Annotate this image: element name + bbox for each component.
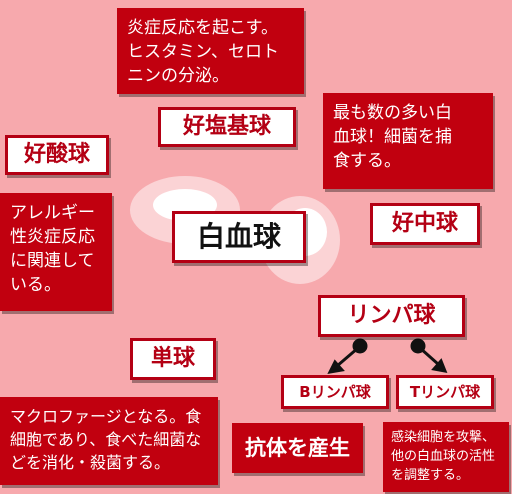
monocyte-label: 単球 [130,338,216,380]
eosinophil-desc-line-4: いる。 [10,275,61,295]
t-cell-label: Tリンパ球 [396,375,494,409]
eosinophil-desc-line-2: 性炎症反応 [10,227,95,247]
monocyte-desc-line-1: マクロファージとなる。食 [10,407,202,426]
eosinophil-label: 好酸球 [5,135,109,175]
eosinophil-desc-line-1: アレルギー [10,203,95,223]
basophil-desc-line-1: 炎症反応を起こす。 [127,18,278,38]
basophil-label: 好塩基球 [158,107,296,147]
neutrophil-desc-line-1: 最も数の多い白 [333,103,452,123]
monocyte-description: マクロファージとなる。食 細胞であり、食べた細菌な どを消化・殺菌する。 [0,397,218,485]
basophil-desc-line-2: ヒスタミン、セロト [127,42,279,62]
b-cell-description: 抗体を産生 [232,423,363,473]
lymphocyte-label: リンパ球 [318,295,465,337]
lymphocyte-arrows [327,338,448,374]
basophil-desc-line-3: ニンの分泌。 [127,66,229,86]
center-label: 白血球 [172,211,306,263]
b-cell-label: Bリンパ球 [281,375,389,409]
neutrophil-description: 最も数の多い白 血球！細菌を捕 食する。 [323,93,493,189]
t-cell-desc-line-3: を調整する。 [391,468,470,483]
t-cell-desc-line-2: 他の白血球の活性 [391,449,496,464]
arrowhead-b-cell [327,359,345,374]
arrow-to-t-cell [419,346,439,366]
neutrophil-label: 好中球 [370,203,480,245]
monocyte-desc-line-3: どを消化・殺菌する。 [10,453,171,472]
monocyte-desc-line-2: 細胞であり、食べた細菌な [10,430,202,449]
basophil-description: 炎症反応を起こす。 ヒスタミン、セロト ニンの分泌。 [117,8,304,94]
t-cell-description: 感染細胞を攻撃、 他の白血球の活性 を調整する。 [383,422,509,492]
neutrophil-desc-line-2: 血球！細菌を捕 [333,127,452,147]
eosinophil-description: アレルギー 性炎症反応 に関連して いる。 [0,193,112,311]
t-cell-desc-line-1: 感染細胞を攻撃、 [391,430,496,445]
arrowhead-t-cell [431,358,448,373]
arrow-to-b-cell [336,346,359,368]
eosinophil-desc-line-3: に関連して [10,251,95,271]
neutrophil-desc-line-3: 食する。 [333,151,401,171]
